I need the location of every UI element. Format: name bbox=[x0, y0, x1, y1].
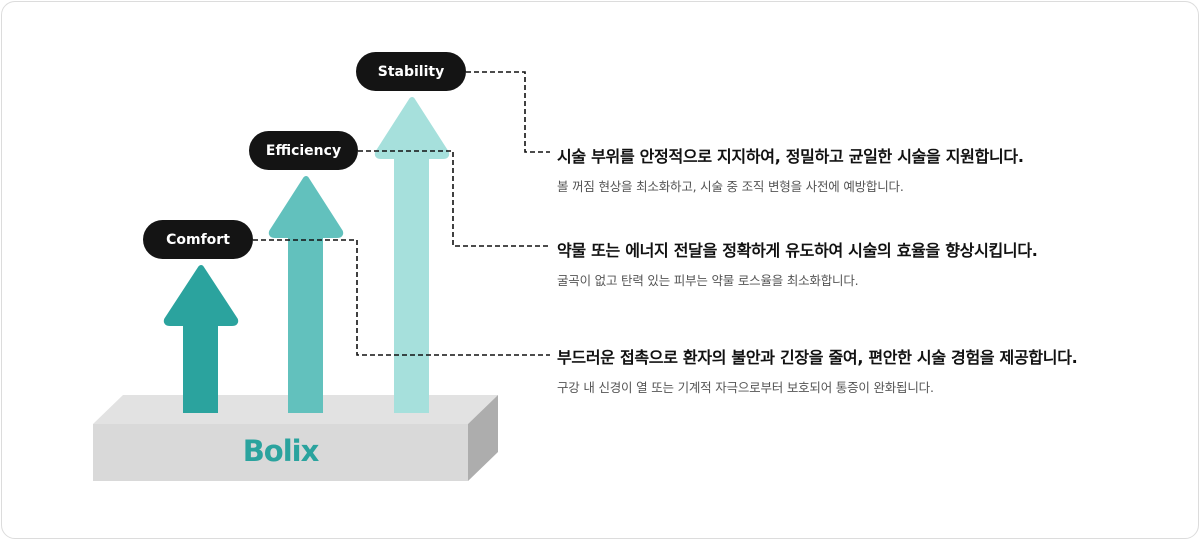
description-title: 시술 부위를 안정적으로 지지하여, 정밀하고 균일한 시술을 지원합니다. bbox=[557, 147, 1024, 166]
connector-comfort bbox=[253, 239, 550, 356]
description-subtitle: 구강 내 신경이 열 또는 기계적 자극으로부터 보호되어 통증이 완화됩니다. bbox=[557, 380, 934, 395]
description-subtitle: 볼 꺼짐 현상을 최소화하고, 시술 중 조직 변형을 사전에 예방합니다. bbox=[557, 179, 904, 194]
brand-logo: Bolix bbox=[242, 434, 320, 468]
connector-stability bbox=[466, 71, 550, 153]
description-efficiency: 약물 또는 에너지 전달을 정확하게 유도하여 시술의 효율을 향상시킵니다. … bbox=[557, 237, 1038, 289]
description-subtitle: 굴곡이 없고 탄력 있는 피부는 약물 로스율을 최소화합니다. bbox=[557, 273, 859, 288]
label-comfort: Comfort bbox=[143, 220, 253, 259]
description-title: 부드러운 접촉으로 환자의 불안과 긴장을 줄여, 편안한 시술 경험을 제공합… bbox=[557, 348, 1078, 367]
label-stability: Stability bbox=[356, 52, 466, 91]
connector-efficiency bbox=[358, 150, 550, 247]
arrow-efficiency bbox=[268, 176, 344, 413]
arrow-stability bbox=[374, 97, 450, 413]
label-efficiency: Efficiency bbox=[249, 131, 358, 170]
arrow-comfort bbox=[163, 265, 239, 413]
description-title: 약물 또는 에너지 전달을 정확하게 유도하여 시술의 효율을 향상시킵니다. bbox=[557, 241, 1038, 260]
description-stability: 시술 부위를 안정적으로 지지하여, 정밀하고 균일한 시술을 지원합니다. 볼… bbox=[557, 143, 1024, 195]
description-comfort: 부드러운 접촉으로 환자의 불안과 긴장을 줄여, 편안한 시술 경험을 제공합… bbox=[557, 344, 1078, 396]
